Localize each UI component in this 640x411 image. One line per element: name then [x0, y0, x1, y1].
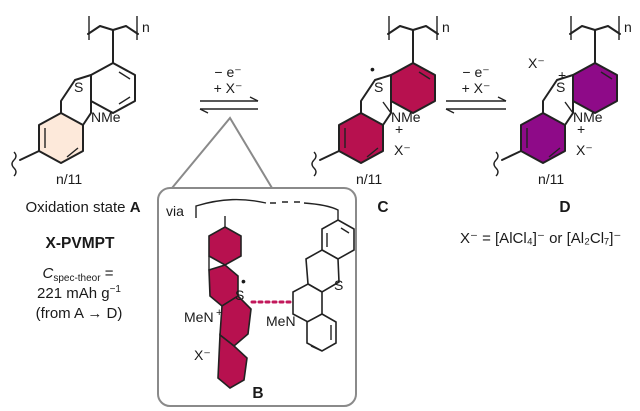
label-inset-b: B	[252, 385, 263, 402]
arrow-2-top-label: − e⁻	[462, 64, 489, 80]
arrow-1-bottom-label: + X⁻	[214, 80, 243, 96]
arrow-2-bottom-label: + X⁻	[462, 80, 491, 96]
nme-group-a: NMe	[91, 109, 121, 125]
equilibrium-arrow-2: − e⁻ + X⁻	[445, 64, 507, 114]
inset-pointer	[171, 116, 273, 189]
capacity-symbol-line: Cspec-theor =	[42, 265, 113, 284]
inset-men-neutral: MeN	[266, 313, 296, 329]
capacity-value-line: 221 mAh g−1	[37, 284, 121, 302]
label-state-d: D	[559, 199, 570, 216]
sulfur-atom-a: S	[74, 79, 83, 95]
anion-top-d: X⁻	[528, 55, 545, 71]
structure-state-a: n S NMe n/11	[11, 15, 150, 187]
plus-charge-c: +	[395, 121, 403, 137]
radical-dot-c: •	[370, 61, 375, 77]
inset-radical-dot: •	[241, 273, 246, 289]
plus-charge-n-d: +	[577, 121, 585, 137]
polymer-name: X-PVMPT	[46, 235, 115, 252]
anion-definition: X⁻ = [AlCl₄]⁻ or [Al₂Cl₇]⁻	[460, 230, 621, 247]
end-label-a: n/11	[56, 171, 82, 187]
label-state-c: C	[377, 199, 388, 216]
structure-state-c: n • S NMe + X⁻ n/11	[311, 15, 450, 187]
inset-anion: X⁻	[194, 347, 211, 363]
via-label: via	[166, 203, 184, 219]
end-label-d: n/11	[538, 171, 564, 187]
equilibrium-arrow-1: − e⁻ + X⁻	[199, 64, 259, 114]
nme-group-c: NMe	[391, 109, 421, 125]
arrow-1-top-label: − e⁻	[214, 64, 241, 80]
nme-group-d: NMe	[573, 109, 603, 125]
inset-men-cation: MeN	[184, 309, 214, 325]
sulfur-atom-d: S	[556, 79, 565, 95]
anion-bottom-d: X⁻	[576, 142, 593, 158]
end-label-c: n/11	[356, 171, 382, 187]
subscript-n-a: n	[142, 19, 150, 35]
inset-sulfur-neutral: S	[334, 277, 343, 293]
caption-state-a: Oxidation state A	[25, 199, 140, 216]
inset-frame	[157, 187, 357, 407]
subscript-n-c: n	[442, 19, 450, 35]
plus-charge-s-d: +	[558, 67, 566, 83]
inset-sulfur-cation: S	[235, 287, 244, 303]
structure-state-d: n X⁻ + S NMe + X⁻ n/11	[493, 15, 632, 187]
anion-c: X⁻	[394, 142, 411, 158]
inset-b: via S • MeN + X⁻ S MeN B	[157, 116, 357, 407]
inset-plus-charge: +	[216, 307, 222, 319]
ring-fill-a	[39, 113, 83, 163]
sulfur-atom-c: S	[374, 79, 383, 95]
subscript-n-d: n	[624, 19, 632, 35]
capacity-note: (from A → D)	[36, 305, 123, 322]
